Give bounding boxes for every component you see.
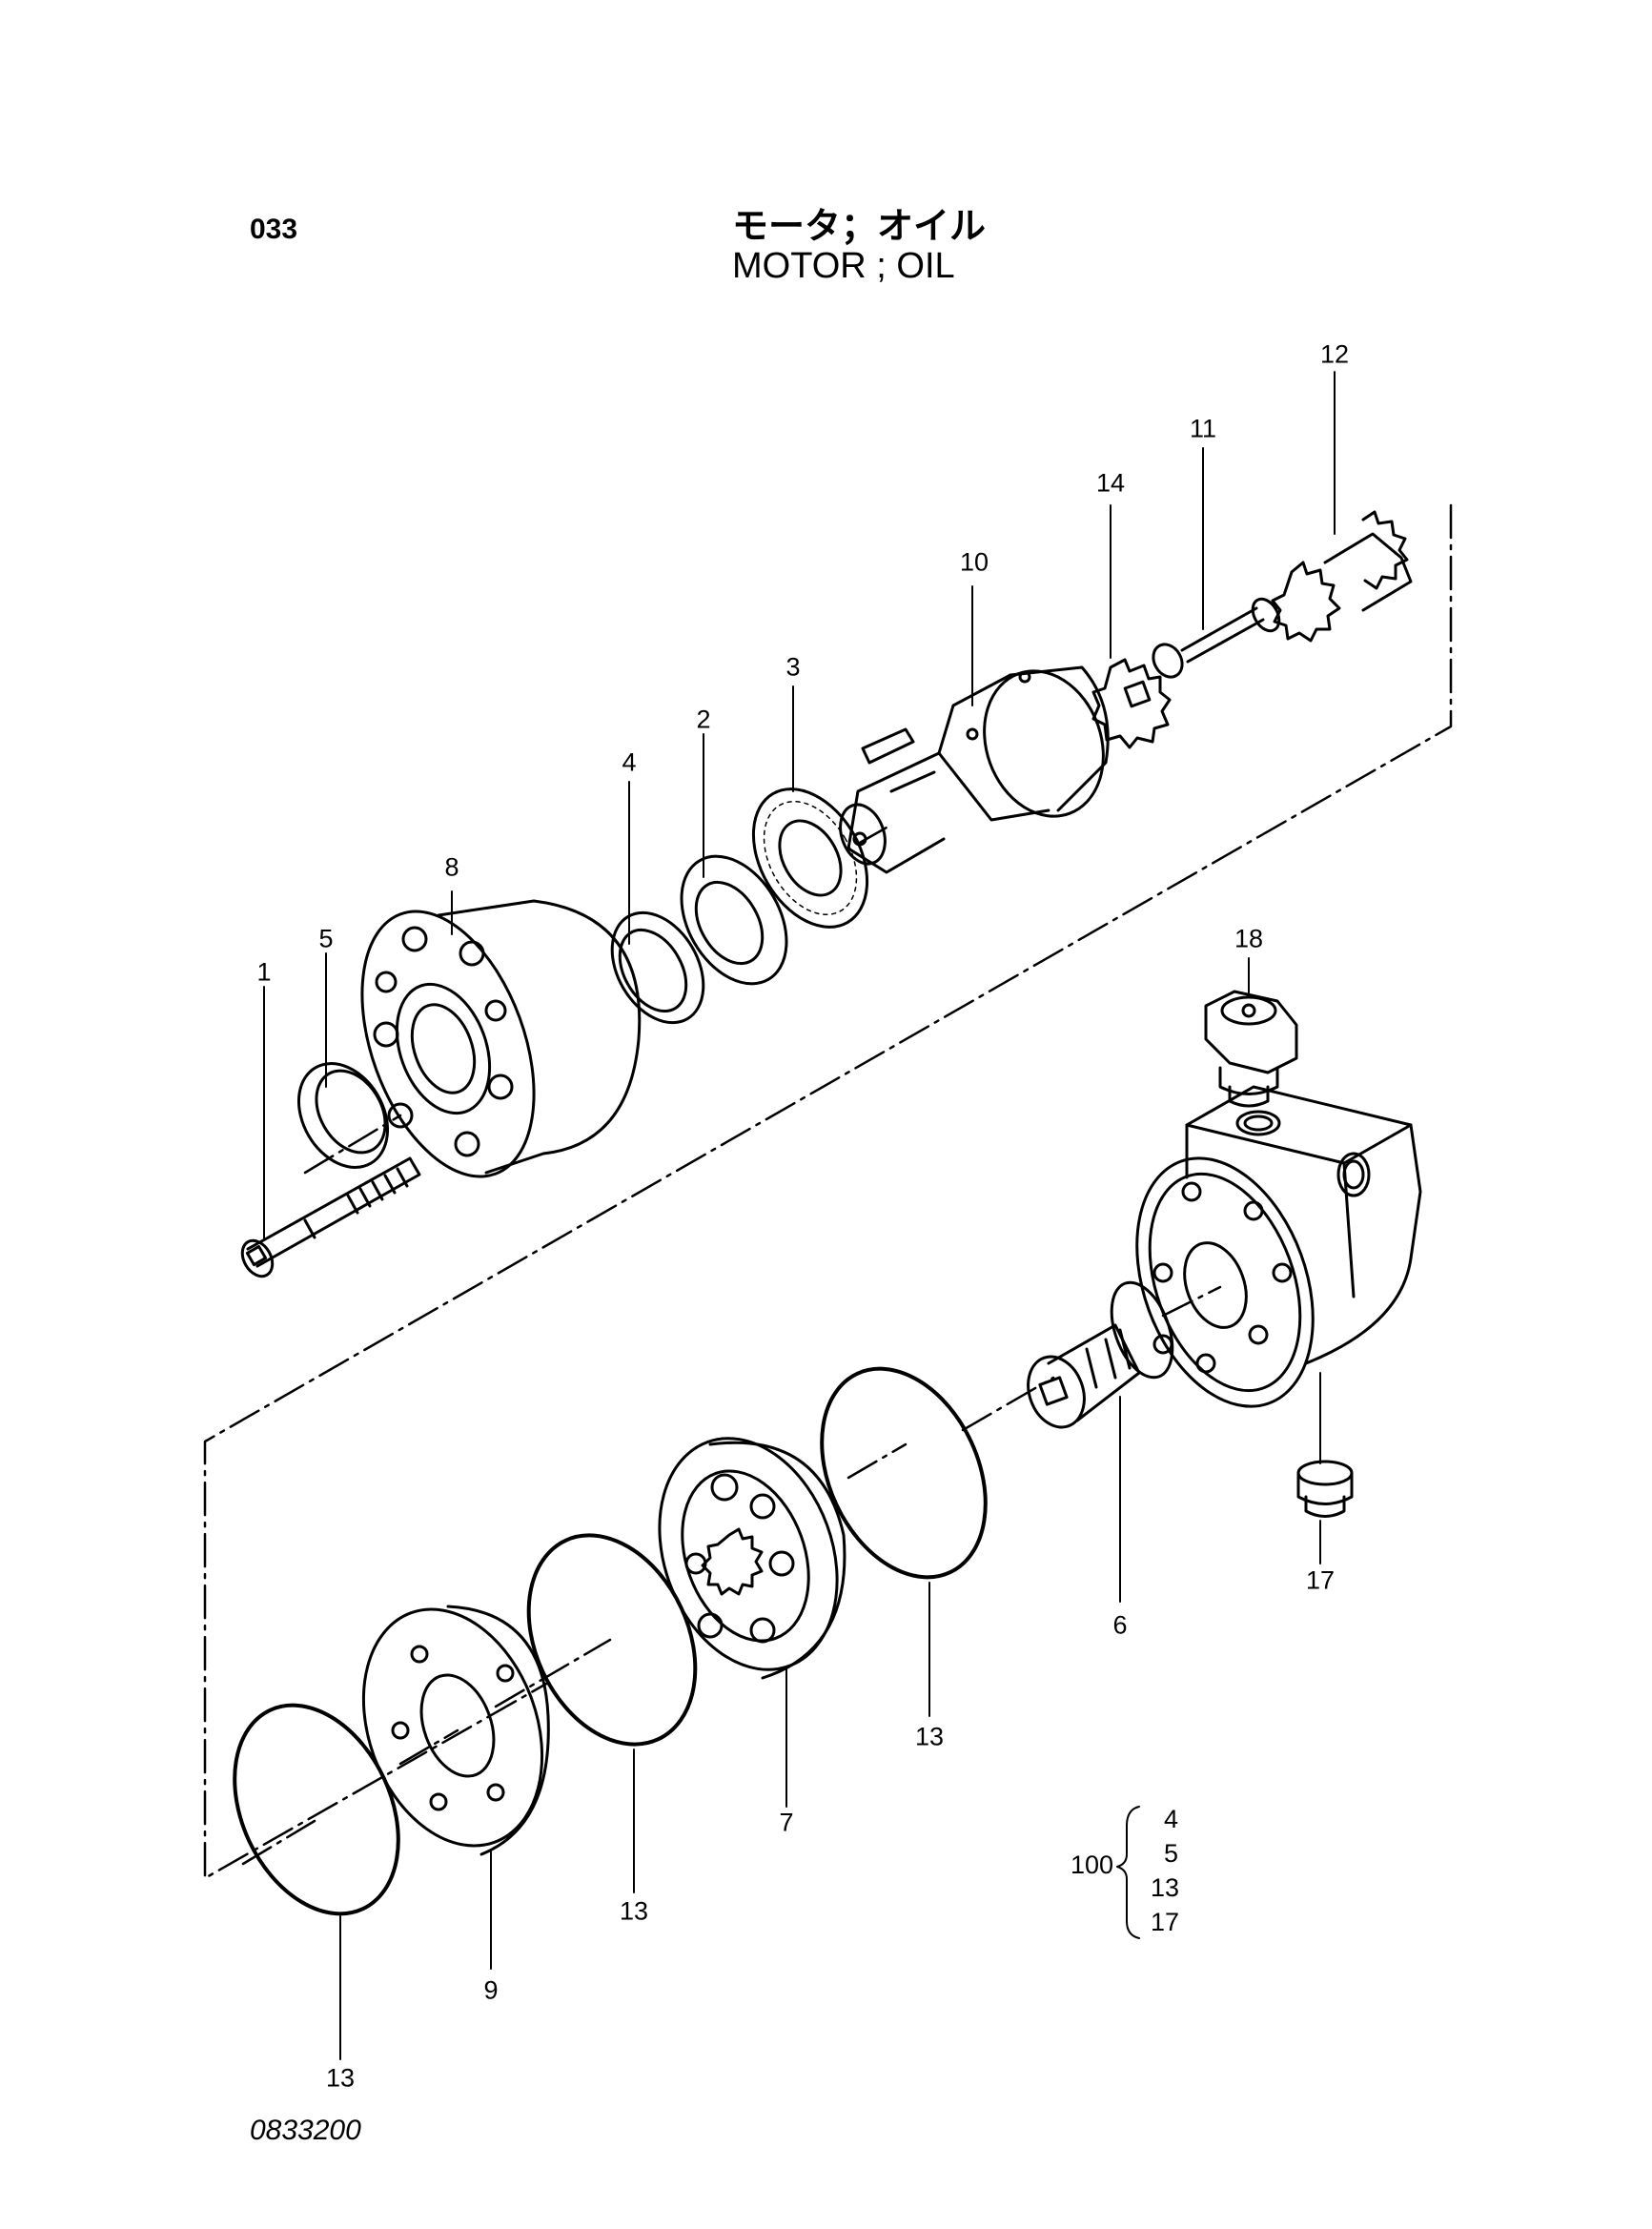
seal-part-5 [296,1062,390,1169]
callout-4: 4 [622,747,637,777]
key-part [861,727,915,765]
bolt-part-1 [240,1156,421,1278]
plug-part-17 [1296,1460,1354,1518]
gerotor-part-7 [658,1437,846,1680]
coupling-part-14 [1091,658,1172,749]
title-english: MOTOR ; OIL [732,246,955,286]
kit-brace [1116,1806,1140,1939]
callout-10: 10 [959,547,989,577]
kit-item: 17 [1151,1908,1180,1936]
o-ring-part-13-lower [233,1703,400,1916]
callout-18: 18 [1234,924,1264,953]
callout-7: 7 [779,1808,794,1837]
callout-11: 11 [1189,414,1217,443]
callout-13-upper: 13 [914,1722,945,1751]
callout-14: 14 [1095,468,1126,498]
leader-lines [263,371,1336,2060]
shaft-part-10 [839,665,1110,874]
callout-5: 5 [318,924,334,953]
valve-housing [1135,1085,1422,1408]
callout-17: 17 [1305,1565,1336,1595]
o-ring-part-13-middle [526,1533,698,1747]
callout-12: 12 [1319,339,1350,369]
kit-item: 5 [1164,1839,1179,1868]
callout-9: 9 [483,1975,499,2005]
callout-8: 8 [444,852,459,882]
splined-shaft-part-12 [1271,510,1413,643]
callout-3: 3 [785,652,801,682]
callout-13-middle: 13 [619,1896,649,1926]
kit-item: 13 [1151,1873,1180,1902]
o-ring-part-13-upper [820,1366,988,1580]
washer-part-2 [680,854,788,986]
callout-6: 6 [1112,1610,1128,1640]
kit-item: 4 [1164,1805,1179,1833]
kit-number: 100 [1071,1851,1114,1879]
diagram-code: 0833200 [250,2115,361,2146]
assembly-centerline [203,503,1453,1880]
drive-shaft-part-11 [1152,597,1281,679]
bearing-part-3 [751,787,869,929]
housing-part-8 [360,899,642,1178]
title-japanese: モータ；オイル [732,205,987,247]
page-number: 033 [250,214,298,245]
ring-part-4 [610,910,705,1025]
spool-part-6 [1027,1280,1174,1429]
callout-1: 1 [256,957,272,987]
callout-13-lower: 13 [325,2063,356,2093]
callout-2: 2 [696,705,711,734]
plate-part-9 [361,1605,550,1856]
